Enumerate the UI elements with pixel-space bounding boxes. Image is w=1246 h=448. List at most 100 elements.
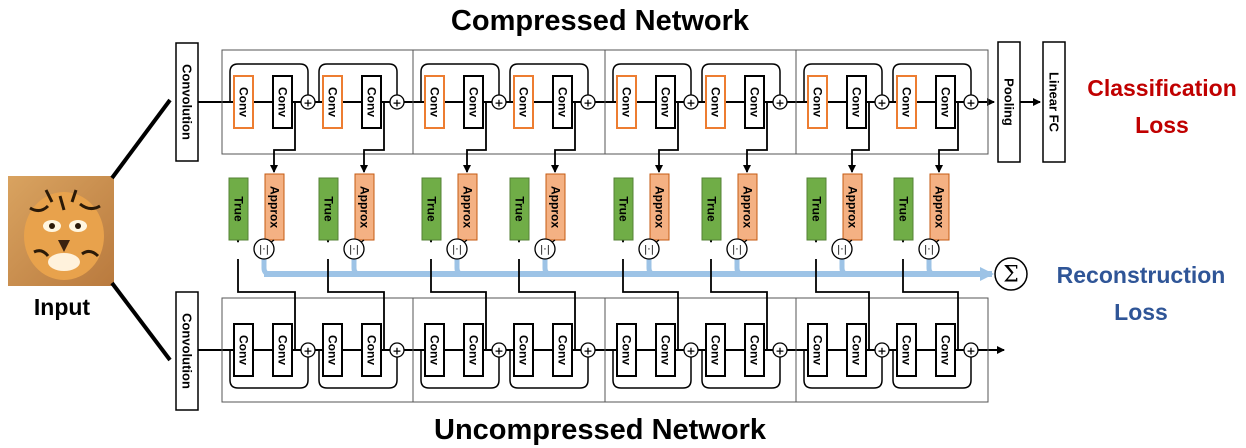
classification-loss-line2: Loss	[1135, 112, 1189, 138]
true-feature-box: True	[893, 177, 914, 241]
approx-feature-box: Approx	[354, 173, 375, 241]
approx-feature-box: Approx	[842, 173, 863, 241]
approx-feature-arrow	[270, 102, 296, 173]
uncompressed-conv-block: Conv	[616, 323, 637, 377]
svg-text:Conv: Conv	[939, 87, 953, 117]
svg-text:Conv: Conv	[659, 87, 673, 117]
svg-text:Conv: Conv	[709, 335, 723, 365]
svg-text:Conv: Conv	[517, 335, 531, 365]
svg-text:|·|: |·|	[259, 245, 269, 256]
norm-node: |·|	[253, 238, 275, 260]
svg-text:|·|: |·|	[924, 245, 934, 256]
svg-text:Conv: Conv	[556, 335, 570, 365]
uncompressed-add-node: +	[389, 342, 405, 358]
svg-text:Conv: Conv	[428, 335, 442, 365]
svg-text:|·|: |·|	[837, 245, 847, 256]
uncompressed-stage-box	[795, 297, 989, 403]
svg-text:|·|: |·|	[452, 245, 462, 256]
reconstruction-loss-line2: Loss	[1114, 299, 1168, 325]
classification-loss-line1: Classification	[1087, 75, 1237, 101]
svg-text:Conv: Conv	[326, 87, 340, 117]
compressed-add-node: +	[683, 94, 699, 110]
true-feature-box: True	[228, 177, 249, 241]
svg-text:Approx: Approx	[461, 186, 475, 228]
compressed-conv-block: Conv	[616, 75, 637, 129]
true-feature-box: True	[318, 177, 339, 241]
uncompressed-conv-block: Conv	[463, 323, 484, 377]
svg-text:+: +	[392, 345, 401, 358]
compressed-conv-block: Conv	[322, 75, 343, 129]
svg-text:+: +	[775, 345, 784, 358]
svg-text:Approx: Approx	[653, 186, 667, 228]
svg-text:Conv: Conv	[237, 335, 251, 365]
svg-text:+: +	[494, 97, 503, 110]
compressed-stage-box	[795, 49, 989, 155]
compressed-skip-connection	[892, 63, 972, 102]
input-image	[8, 176, 114, 286]
svg-text:Approx: Approx	[846, 186, 860, 228]
approx-feature-box: Approx	[737, 173, 758, 241]
compressed-add-node: +	[963, 94, 979, 110]
uncompressed-add-node: +	[300, 342, 316, 358]
compressed-conv-block: Conv	[463, 75, 484, 129]
svg-text:Σ: Σ	[1003, 263, 1019, 288]
svg-text:Approx: Approx	[549, 186, 563, 228]
compressed-conv-block: Conv	[272, 75, 293, 129]
svg-text:|·|: |·|	[349, 245, 359, 256]
compressed-skip-connection	[318, 63, 398, 102]
compressed-add-node: +	[874, 94, 890, 110]
compressed-conv-block: Conv	[552, 75, 573, 129]
true-feature-line	[815, 259, 870, 350]
true-feature-box: True	[701, 177, 722, 241]
svg-text:Convolution: Convolution	[180, 64, 195, 140]
compressed-conv-block: Conv	[655, 75, 676, 129]
svg-text:Conv: Conv	[326, 335, 340, 365]
uncompressed-add-node: +	[580, 342, 596, 358]
uncompressed-skip-connection	[701, 350, 781, 389]
svg-text:Conv: Conv	[709, 87, 723, 117]
svg-text:Approx: Approx	[933, 186, 947, 228]
true-feature-line	[902, 259, 959, 350]
approx-feature-box: Approx	[457, 173, 478, 241]
compressed-conv-block: Conv	[896, 75, 917, 129]
svg-text:+: +	[775, 97, 784, 110]
norm-node: |·|	[726, 238, 748, 260]
bottom-convolution-block: Convolution	[175, 291, 199, 411]
svg-text:Conv: Conv	[900, 335, 914, 365]
svg-text:Conv: Conv	[467, 87, 481, 117]
uncompressed-conv-block: Conv	[935, 323, 956, 377]
compressed-conv-block: Conv	[233, 75, 254, 129]
compressed-conv-block: Conv	[846, 75, 867, 129]
input-to-top-arrow	[110, 98, 172, 180]
uncompressed-skip-connection	[509, 350, 589, 389]
svg-text:Conv: Conv	[811, 87, 825, 117]
svg-text:Approx: Approx	[741, 186, 755, 228]
uncompressed-conv-block: Conv	[361, 323, 382, 377]
svg-text:Conv: Conv	[748, 335, 762, 365]
svg-text:Pooling: Pooling	[1002, 78, 1017, 126]
uncompressed-conv-block: Conv	[896, 323, 917, 377]
uncompressed-skip-connection	[892, 350, 972, 389]
uncompressed-conv-block: Conv	[846, 323, 867, 377]
svg-text:Conv: Conv	[939, 335, 953, 365]
svg-text:Conv: Conv	[276, 87, 290, 117]
approx-feature-arrow	[463, 102, 487, 173]
svg-text:Conv: Conv	[620, 87, 634, 117]
svg-text:True: True	[810, 196, 824, 222]
true-feature-box: True	[613, 177, 634, 241]
svg-text:Conv: Conv	[365, 87, 379, 117]
true-feature-box: True	[421, 177, 442, 241]
svg-text:Conv: Conv	[850, 335, 864, 365]
svg-text:+: +	[686, 97, 695, 110]
svg-text:True: True	[425, 196, 439, 222]
uncompressed-conv-block: Conv	[552, 323, 573, 377]
svg-text:|·|: |·|	[644, 245, 654, 256]
svg-text:Conv: Conv	[276, 335, 290, 365]
norm-node: |·|	[446, 238, 468, 260]
uncompressed-skip-connection	[420, 350, 500, 389]
compressed-conv-block: Conv	[361, 75, 382, 129]
svg-text:Conv: Conv	[365, 335, 379, 365]
compressed-conv-block: Conv	[424, 75, 445, 129]
svg-text:Conv: Conv	[428, 87, 442, 117]
svg-text:Linear FC: Linear FC	[1047, 72, 1062, 133]
